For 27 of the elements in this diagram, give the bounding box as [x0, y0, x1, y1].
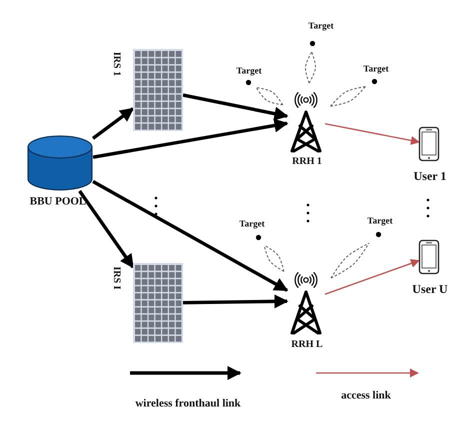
fronthaul-arrow	[78, 190, 134, 268]
node-label: User 1	[414, 170, 446, 182]
sensing-beam	[330, 242, 370, 279]
node-label: IRS I	[111, 266, 121, 290]
sensing-beam	[330, 86, 366, 107]
sensing-beam	[264, 244, 284, 272]
target-label: Target	[239, 220, 265, 228]
fronthaul-arrow	[92, 118, 288, 159]
target-label: Target	[363, 64, 389, 74]
legend-label: wireless fronthaul link	[135, 398, 241, 410]
node-label: RRH 1	[292, 157, 322, 167]
fronthaul-arrow	[182, 93, 288, 120]
target-label: Target	[367, 216, 393, 226]
access-arrow	[324, 123, 420, 145]
fronthaul-arrow	[92, 180, 288, 292]
target-label: Target	[236, 66, 262, 76]
sensing-beam	[256, 87, 284, 106]
node-label: BBU POOL	[30, 196, 86, 208]
node-label: IRS 1	[111, 52, 121, 76]
fronthaul-arrow	[182, 294, 288, 308]
node-label: RRH L	[291, 340, 323, 350]
access-arrow	[324, 259, 420, 295]
sensing-beam	[305, 51, 316, 84]
node-label: User U	[412, 283, 448, 295]
fronthaul-arrow	[92, 107, 134, 140]
legend-label: access link	[341, 390, 391, 402]
target-label: Target	[308, 22, 334, 30]
